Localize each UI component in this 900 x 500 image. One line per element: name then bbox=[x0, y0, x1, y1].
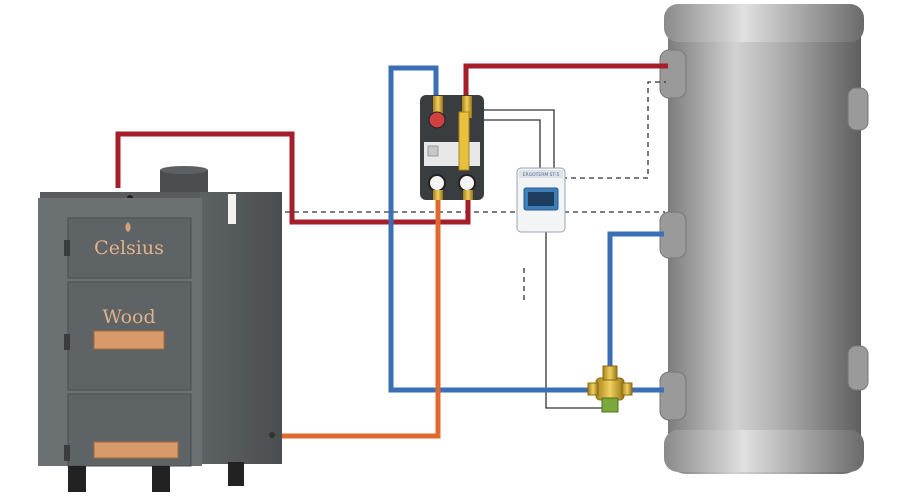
wire-pump-to-controller-2 bbox=[482, 119, 541, 170]
boiler-model-label: Wood bbox=[102, 306, 155, 328]
station-fitting-left bbox=[433, 96, 443, 118]
boiler-foot-left bbox=[68, 466, 86, 492]
bottom-door-handle bbox=[93, 441, 179, 459]
station-fitting-right bbox=[462, 96, 472, 118]
flow-meter bbox=[458, 111, 470, 171]
thermometer-icon bbox=[428, 111, 446, 129]
sensor-wires bbox=[285, 81, 666, 300]
controller-brand-label: ERGOTERM ST-5 bbox=[523, 172, 560, 178]
mixing-valve bbox=[587, 365, 633, 413]
gauge-right-icon bbox=[458, 174, 476, 192]
valve-body bbox=[595, 377, 625, 401]
valve-actuator bbox=[601, 397, 619, 413]
supply-pipe-station-to-tank bbox=[463, 63, 668, 95]
return-pipe-station-to-tank bbox=[388, 65, 664, 393]
boiler-brand-label: Celsius bbox=[94, 237, 164, 259]
middle-door-handle bbox=[93, 330, 165, 350]
tank-bottom-band bbox=[664, 430, 864, 472]
pipes bbox=[115, 63, 668, 439]
controller: ERGOTERM ST-5 bbox=[516, 167, 566, 233]
tank-body bbox=[668, 4, 861, 474]
return-pipe-valve-to-tank-middle bbox=[607, 231, 664, 372]
boiler-foot-middle bbox=[152, 466, 170, 492]
flue-pipe bbox=[160, 170, 208, 192]
boiler-return-pipe bbox=[280, 198, 441, 439]
wood-boiler: Celsius Wood bbox=[38, 166, 282, 492]
wire-pump-to-controller-1 bbox=[482, 109, 555, 170]
tank-top-band bbox=[664, 4, 864, 42]
tank-port-upper-right bbox=[847, 87, 869, 131]
sensor-line-controller-to-tank bbox=[562, 81, 666, 179]
supply-pipe-boiler-to-station bbox=[115, 131, 471, 225]
pump-station bbox=[420, 95, 484, 200]
tank-port-lower-left bbox=[659, 371, 687, 421]
storage-tank bbox=[659, 4, 869, 474]
flame-logo-icon bbox=[125, 222, 131, 232]
boiler-side-panel bbox=[200, 192, 282, 464]
tank-port-lower-right bbox=[847, 345, 869, 391]
boiler-foot-right bbox=[228, 462, 244, 486]
control-wires bbox=[482, 109, 613, 409]
tank-port-upper-left bbox=[659, 49, 687, 99]
gauge-left-icon bbox=[428, 174, 446, 192]
